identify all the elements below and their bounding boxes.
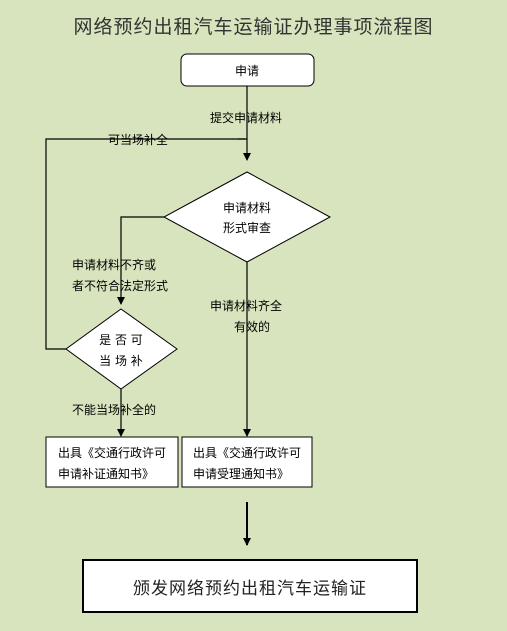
edge-label-complete-line2: 有效的 (234, 320, 271, 334)
issue-node (82, 559, 418, 613)
arrow-decision-loopback (45, 138, 247, 350)
edge-label-complete-line1: 申请材料齐全 (210, 299, 283, 313)
arrow-review-to-decision (117, 216, 164, 305)
review-node-line1: 申请材料 (223, 201, 271, 215)
edge-label-submit: 提交申请材料 (210, 111, 283, 125)
accept-notice-line1: 出具《交通行政许可 (193, 445, 301, 460)
edge-label-can-supplement: 可当场补全 (108, 133, 169, 147)
supplement-notice-line2: 申请补证通知书》 (58, 467, 154, 481)
decision-node-line1: 是 否 可 (99, 333, 143, 347)
supplement-notice-node (45, 436, 179, 488)
review-node-line2: 形式审查 (223, 220, 271, 235)
supplement-notice-line1: 出具《交通行政许可 (58, 445, 166, 460)
review-node (162, 171, 332, 263)
decision-node-line2: 当 场 补 (99, 354, 143, 368)
edge-label-cannot-supplement: 不能当场补全的 (72, 403, 157, 417)
decision-node (65, 308, 178, 390)
edge-label-incomplete-line1: 申请材料不齐或 (72, 258, 157, 272)
apply-node-label: 申请 (235, 64, 259, 78)
page-title: 网络预约出租汽车运输证办理事项流程图 (73, 16, 434, 38)
edge-label-incomplete-line2: 者不符合法定形式 (72, 279, 169, 293)
accept-notice-line2: 申请受理通知书》 (193, 467, 289, 481)
issue-node-label: 颁发网络预约出租汽车运输证 (133, 578, 367, 599)
accept-notice-node (181, 436, 313, 488)
